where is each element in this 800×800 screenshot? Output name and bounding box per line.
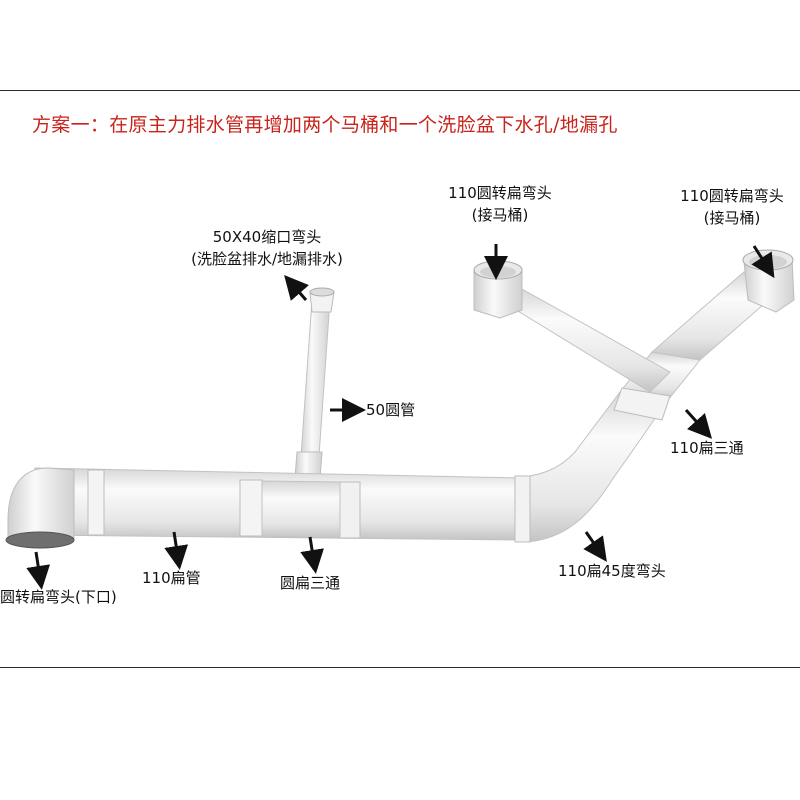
label-outlet: 圆转扁弯头(下口) bbox=[0, 588, 117, 606]
label-tee-round: 圆扁三通 bbox=[280, 574, 341, 592]
bottom-divider bbox=[0, 667, 800, 668]
arrow-toilet-right bbox=[751, 245, 775, 279]
branch-pipe-left bbox=[499, 287, 671, 393]
reducer-elbow-50x40 bbox=[309, 287, 335, 313]
arrow-outlet bbox=[26, 551, 51, 590]
label-tee110: 110扁三通 bbox=[670, 439, 744, 457]
tee-round-flat bbox=[261, 480, 341, 539]
toilet-elbow-left bbox=[473, 260, 523, 319]
arrow-pipe110 bbox=[164, 531, 189, 570]
arrow-reducer bbox=[284, 274, 309, 301]
outlet-elbow bbox=[5, 467, 75, 549]
label-reducer: 50X40缩口弯头 (洗脸盆排水/地漏排水) bbox=[191, 228, 343, 268]
arrow-tee110 bbox=[684, 408, 713, 439]
label-toilet-right: 110圆转扁弯头 (接马桶) bbox=[680, 187, 784, 227]
elbow-45-flat bbox=[514, 391, 669, 543]
top-divider bbox=[0, 90, 800, 91]
label-elbow45: 110扁45度弯头 bbox=[558, 562, 666, 580]
arrow-tee-round bbox=[300, 536, 324, 574]
pipe-50-round bbox=[294, 299, 331, 479]
page-title: 方案一：在原主力排水管再增加两个马桶和一个洗脸盆下水孔/地漏孔 bbox=[32, 114, 618, 136]
label-pipe50: 50圆管 bbox=[366, 401, 416, 419]
label-toilet-left: 110圆转扁弯头 (接马桶) bbox=[448, 184, 552, 224]
arrow-elbow45 bbox=[583, 531, 607, 562]
label-pipe110: 110扁管 bbox=[142, 569, 201, 587]
